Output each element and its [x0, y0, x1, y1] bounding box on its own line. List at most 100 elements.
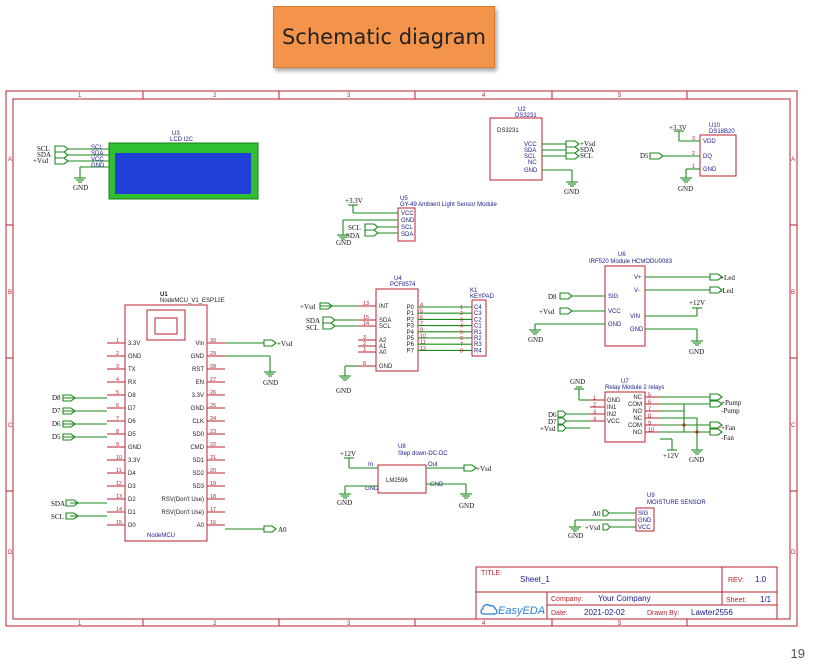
svg-text:VCC: VCC: [608, 309, 621, 315]
svg-text:VCC: VCC: [401, 211, 414, 217]
pin-number: 2: [363, 341, 366, 347]
svg-text:+Vsd: +Vsd: [540, 425, 556, 433]
svg-text:DS3231: DS3231: [497, 128, 519, 134]
pin-number: 17: [210, 507, 216, 513]
svg-text:DS18B20: DS18B20: [709, 129, 735, 135]
svg-text:-Fan: -Fan: [721, 434, 734, 442]
pin-number: 5: [116, 390, 119, 396]
pin-label: GND: [379, 364, 393, 370]
pin-number: 4: [420, 303, 423, 309]
svg-text:Company:: Company:: [551, 596, 583, 603]
svg-text:EasyEDA: EasyEDA: [498, 605, 545, 617]
svg-text:3: 3: [692, 136, 695, 142]
svg-text:D7: D7: [52, 407, 61, 415]
svg-text:GND: GND: [678, 185, 693, 193]
pin-number: 22: [210, 442, 216, 448]
svg-text:U8: U8: [398, 444, 406, 450]
svg-text:GND: GND: [528, 336, 543, 344]
pin-label: D3: [128, 484, 136, 490]
svg-text:SCL: SCL: [580, 152, 593, 160]
lcd-screen: [115, 153, 251, 194]
pin-number: 15: [116, 520, 122, 526]
pin-number: 14: [116, 507, 122, 513]
svg-text:LM2596: LM2596: [386, 478, 408, 484]
svg-text:D8: D8: [52, 394, 61, 402]
frame-row-d-left: D: [8, 550, 13, 556]
pin-label: CLK: [192, 419, 204, 425]
page-number: 19: [790, 646, 805, 661]
pin-label: SD1: [192, 458, 204, 464]
pin-number: 12: [420, 346, 426, 352]
pin-label: GND: [191, 354, 205, 360]
svg-text:2: 2: [692, 151, 695, 157]
revision: 1.0: [755, 575, 767, 584]
moisture-sensor: U9 MOISTURE SENSOR SIG GND VCC A0 GND +V…: [568, 493, 706, 540]
frame-col-3-top: 3: [347, 93, 351, 99]
pin-label: P0: [407, 305, 415, 311]
pin-label: SD0: [192, 432, 204, 438]
svg-text:IRF520 Module HCMODU0083: IRF520 Module HCMODU0083: [589, 259, 673, 265]
pin-label: D6: [128, 419, 136, 425]
svg-text:+12V: +12V: [340, 450, 356, 458]
svg-text:GND: GND: [337, 499, 352, 507]
frame-col-3-bottom: 3: [347, 621, 351, 627]
svg-text:+Vsd: +Vsd: [277, 340, 293, 348]
svg-text:D5: D5: [640, 152, 649, 160]
svg-text:DQ: DQ: [703, 154, 712, 160]
frame-row-d-right: D: [791, 550, 796, 556]
svg-text:+12V: +12V: [689, 299, 705, 307]
svg-text:GND: GND: [91, 163, 105, 169]
svg-text:VIN: VIN: [630, 314, 640, 320]
svg-text:K1: K1: [470, 288, 478, 294]
svg-text:SCL: SCL: [524, 154, 536, 160]
pin-label: SD3: [192, 484, 204, 490]
frame-col-1-bottom: 1: [78, 621, 82, 627]
frame-col-4-top: 4: [482, 93, 486, 99]
pin-label: A0: [379, 350, 387, 356]
pin-label: GND: [128, 354, 142, 360]
svg-text:GND: GND: [570, 378, 585, 386]
pin-number: 3: [363, 335, 366, 341]
pin-label: D4: [128, 471, 136, 477]
pin-number: 1: [363, 347, 366, 353]
svg-text:NodeMCU_V1_ESP12E: NodeMCU_V1_ESP12E: [160, 298, 225, 304]
pin-label: D1: [128, 510, 136, 516]
svg-text:VCC: VCC: [524, 142, 537, 148]
pin-label: R4: [474, 348, 482, 354]
pin-number: 4: [593, 417, 596, 423]
svg-text:GND: GND: [336, 239, 351, 247]
svg-text:V-: V-: [634, 288, 640, 294]
svg-text:GND: GND: [689, 456, 704, 464]
svg-text:MOISTURE SENSOR: MOISTURE SENSOR: [647, 500, 706, 506]
pin-number: 29: [210, 351, 216, 357]
pin-label: P1: [407, 311, 415, 317]
svg-text:PCF8574: PCF8574: [390, 282, 416, 288]
svg-text:SDA: SDA: [51, 500, 65, 508]
frame-col-2-bottom: 2: [213, 621, 217, 627]
pin-number: 24: [210, 416, 216, 422]
svg-text:KEYPAD: KEYPAD: [470, 294, 495, 300]
pin-number: 6: [116, 403, 119, 409]
irf520-mosfet-module: U6 IRF520 Module HCMODU0083 SIG VCC GND …: [528, 252, 735, 356]
svg-text:U10: U10: [709, 123, 721, 129]
svg-text:Relay Module 2 relays: Relay Module 2 relays: [605, 385, 664, 391]
pin-label: SDA: [379, 318, 391, 324]
svg-text:+12V: +12V: [663, 452, 679, 460]
svg-text:1: 1: [692, 164, 695, 170]
svg-text:GND: GND: [459, 502, 474, 510]
lcd-i2c-module: U3 LCD I2C SCL SDA VCC GND SCL SDA +Vsd …: [33, 131, 259, 200]
pin-label: 3.3V: [192, 393, 204, 399]
lm2596-step-down: U8 Step down-DC-DC LM2596 In GND Out GND…: [337, 444, 492, 510]
svg-text:SCL: SCL: [51, 513, 64, 521]
pin-label: GND: [607, 398, 621, 404]
frame-col-1-top: 1: [78, 93, 82, 99]
svg-text:+Vsd: +Vsd: [585, 524, 601, 532]
pin-number: 23: [210, 429, 216, 435]
pin-label: NC: [633, 395, 642, 401]
pin-label: TX: [128, 367, 136, 373]
pin-number: 1: [460, 305, 463, 311]
pin-number: 8: [363, 361, 366, 367]
svg-text:+3.3V: +3.3V: [669, 124, 687, 132]
